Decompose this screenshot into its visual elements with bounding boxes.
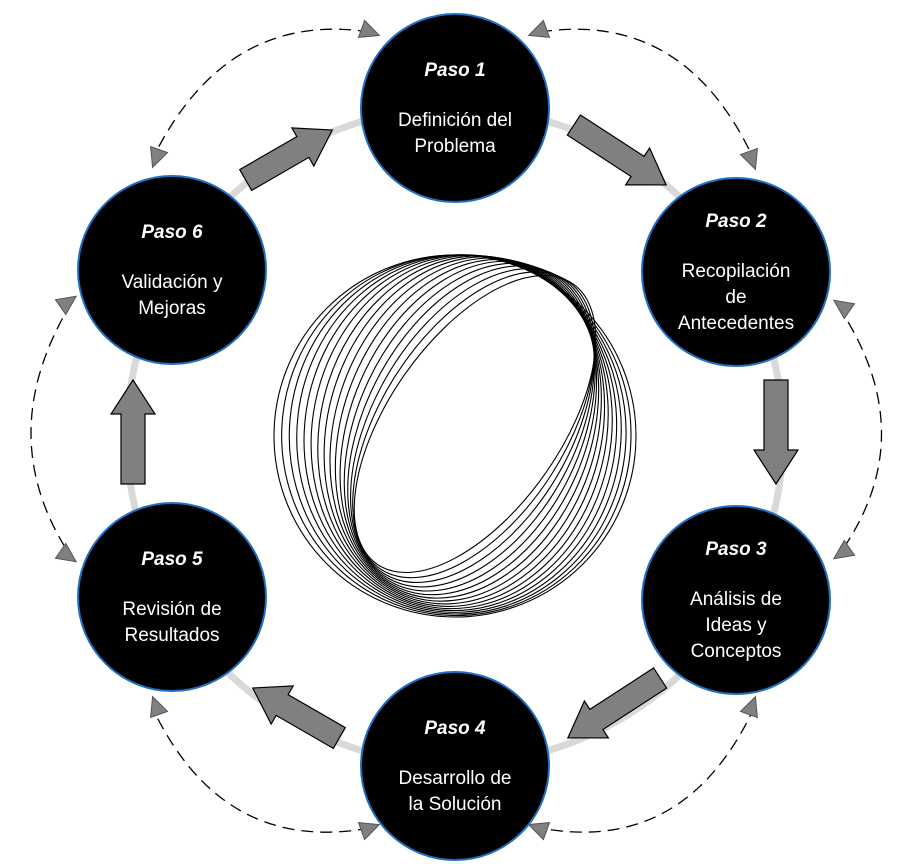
step-description-line: Recopilación — [682, 261, 791, 282]
step-title: Paso 4 — [424, 718, 486, 739]
dashed-arrowhead-icon — [527, 822, 551, 841]
step-description-line: Definición del — [398, 110, 512, 131]
step-description-line: Mejoras — [138, 298, 206, 319]
step-node-3: Paso 3 Análisis de Ideas y Conceptos — [641, 505, 831, 695]
step-description-line: Desarrollo de — [399, 768, 512, 789]
dashed-arrowhead-icon — [832, 539, 856, 560]
arrow-step5-to-step6 — [109, 378, 157, 485]
spiral-ellipse — [310, 254, 613, 610]
step-description-line: la Solución — [409, 794, 502, 815]
dashed-arrowhead-icon — [739, 695, 758, 719]
step-description-line: Validación y — [121, 272, 223, 293]
spiral-ellipse — [317, 255, 609, 607]
dashed-arrowhead-icon — [832, 299, 856, 320]
step-circle — [360, 13, 550, 203]
step-description-line: Ideas y — [705, 615, 767, 636]
step-circle — [77, 502, 267, 692]
dashed-arc-step2-step3 — [837, 305, 882, 557]
step-description-line: Problema — [414, 136, 496, 157]
arrow-step2-to-step3 — [752, 379, 800, 486]
arrow-step4-to-step5 — [251, 685, 347, 750]
step-description-line: Conceptos — [691, 641, 782, 662]
spiral-ellipse — [339, 260, 598, 596]
step-title: Paso 2 — [705, 211, 767, 232]
dashed-arrowhead-icon — [527, 19, 551, 38]
step-node-4: Paso 4 Desarrollo de la Solución — [360, 671, 550, 861]
arrow-step3-to-step4 — [566, 667, 668, 739]
step-circle — [360, 671, 550, 861]
dashed-arrowhead-icon — [54, 295, 78, 316]
step-description-line: Resultados — [124, 625, 219, 646]
dashed-arc-step1-step6 — [151, 28, 371, 161]
step-description-line: Análisis de — [690, 589, 782, 610]
step-circle — [641, 505, 831, 695]
dashed-arc-step4-step5 — [151, 706, 371, 833]
step-node-6: Paso 6 Validación y Mejoras — [77, 175, 267, 365]
dashed-feedback-arcs — [30, 19, 882, 841]
step-title: Paso 1 — [424, 60, 485, 81]
dashed-arrowhead-icon — [357, 822, 381, 841]
step-title: Paso 6 — [141, 222, 203, 243]
arrow-step6-to-step1 — [238, 127, 334, 192]
dashed-arc-step5-step6 — [30, 301, 73, 559]
dashed-arc-step3-step4 — [539, 705, 756, 833]
center-spiral-graphic — [273, 254, 637, 618]
spiral-ellipse — [303, 254, 618, 612]
step-title: Paso 5 — [141, 549, 203, 570]
dashed-arrowhead-icon — [150, 145, 169, 169]
dashed-arrowhead-icon — [739, 147, 758, 171]
spiral-ellipse — [334, 258, 600, 599]
block-arrows — [109, 114, 800, 750]
step-circle — [641, 177, 831, 367]
step-description-line: Revisión de — [122, 599, 221, 620]
step-description-line: Antecedentes — [678, 313, 794, 334]
step-description-line: de — [725, 287, 746, 308]
dashed-arrowhead-icon — [150, 695, 169, 719]
step-circle — [77, 175, 267, 365]
dashed-arrowhead-icon — [54, 542, 78, 563]
step-title: Paso 3 — [705, 539, 767, 560]
arrow-step1-to-step2 — [566, 114, 668, 186]
dashed-arc-step1-step2 — [539, 28, 756, 163]
spiral-ellipse — [353, 274, 597, 574]
dashed-arrowhead-icon — [357, 19, 381, 38]
step-node-5: Paso 5 Revisión de Resultados — [77, 502, 267, 692]
